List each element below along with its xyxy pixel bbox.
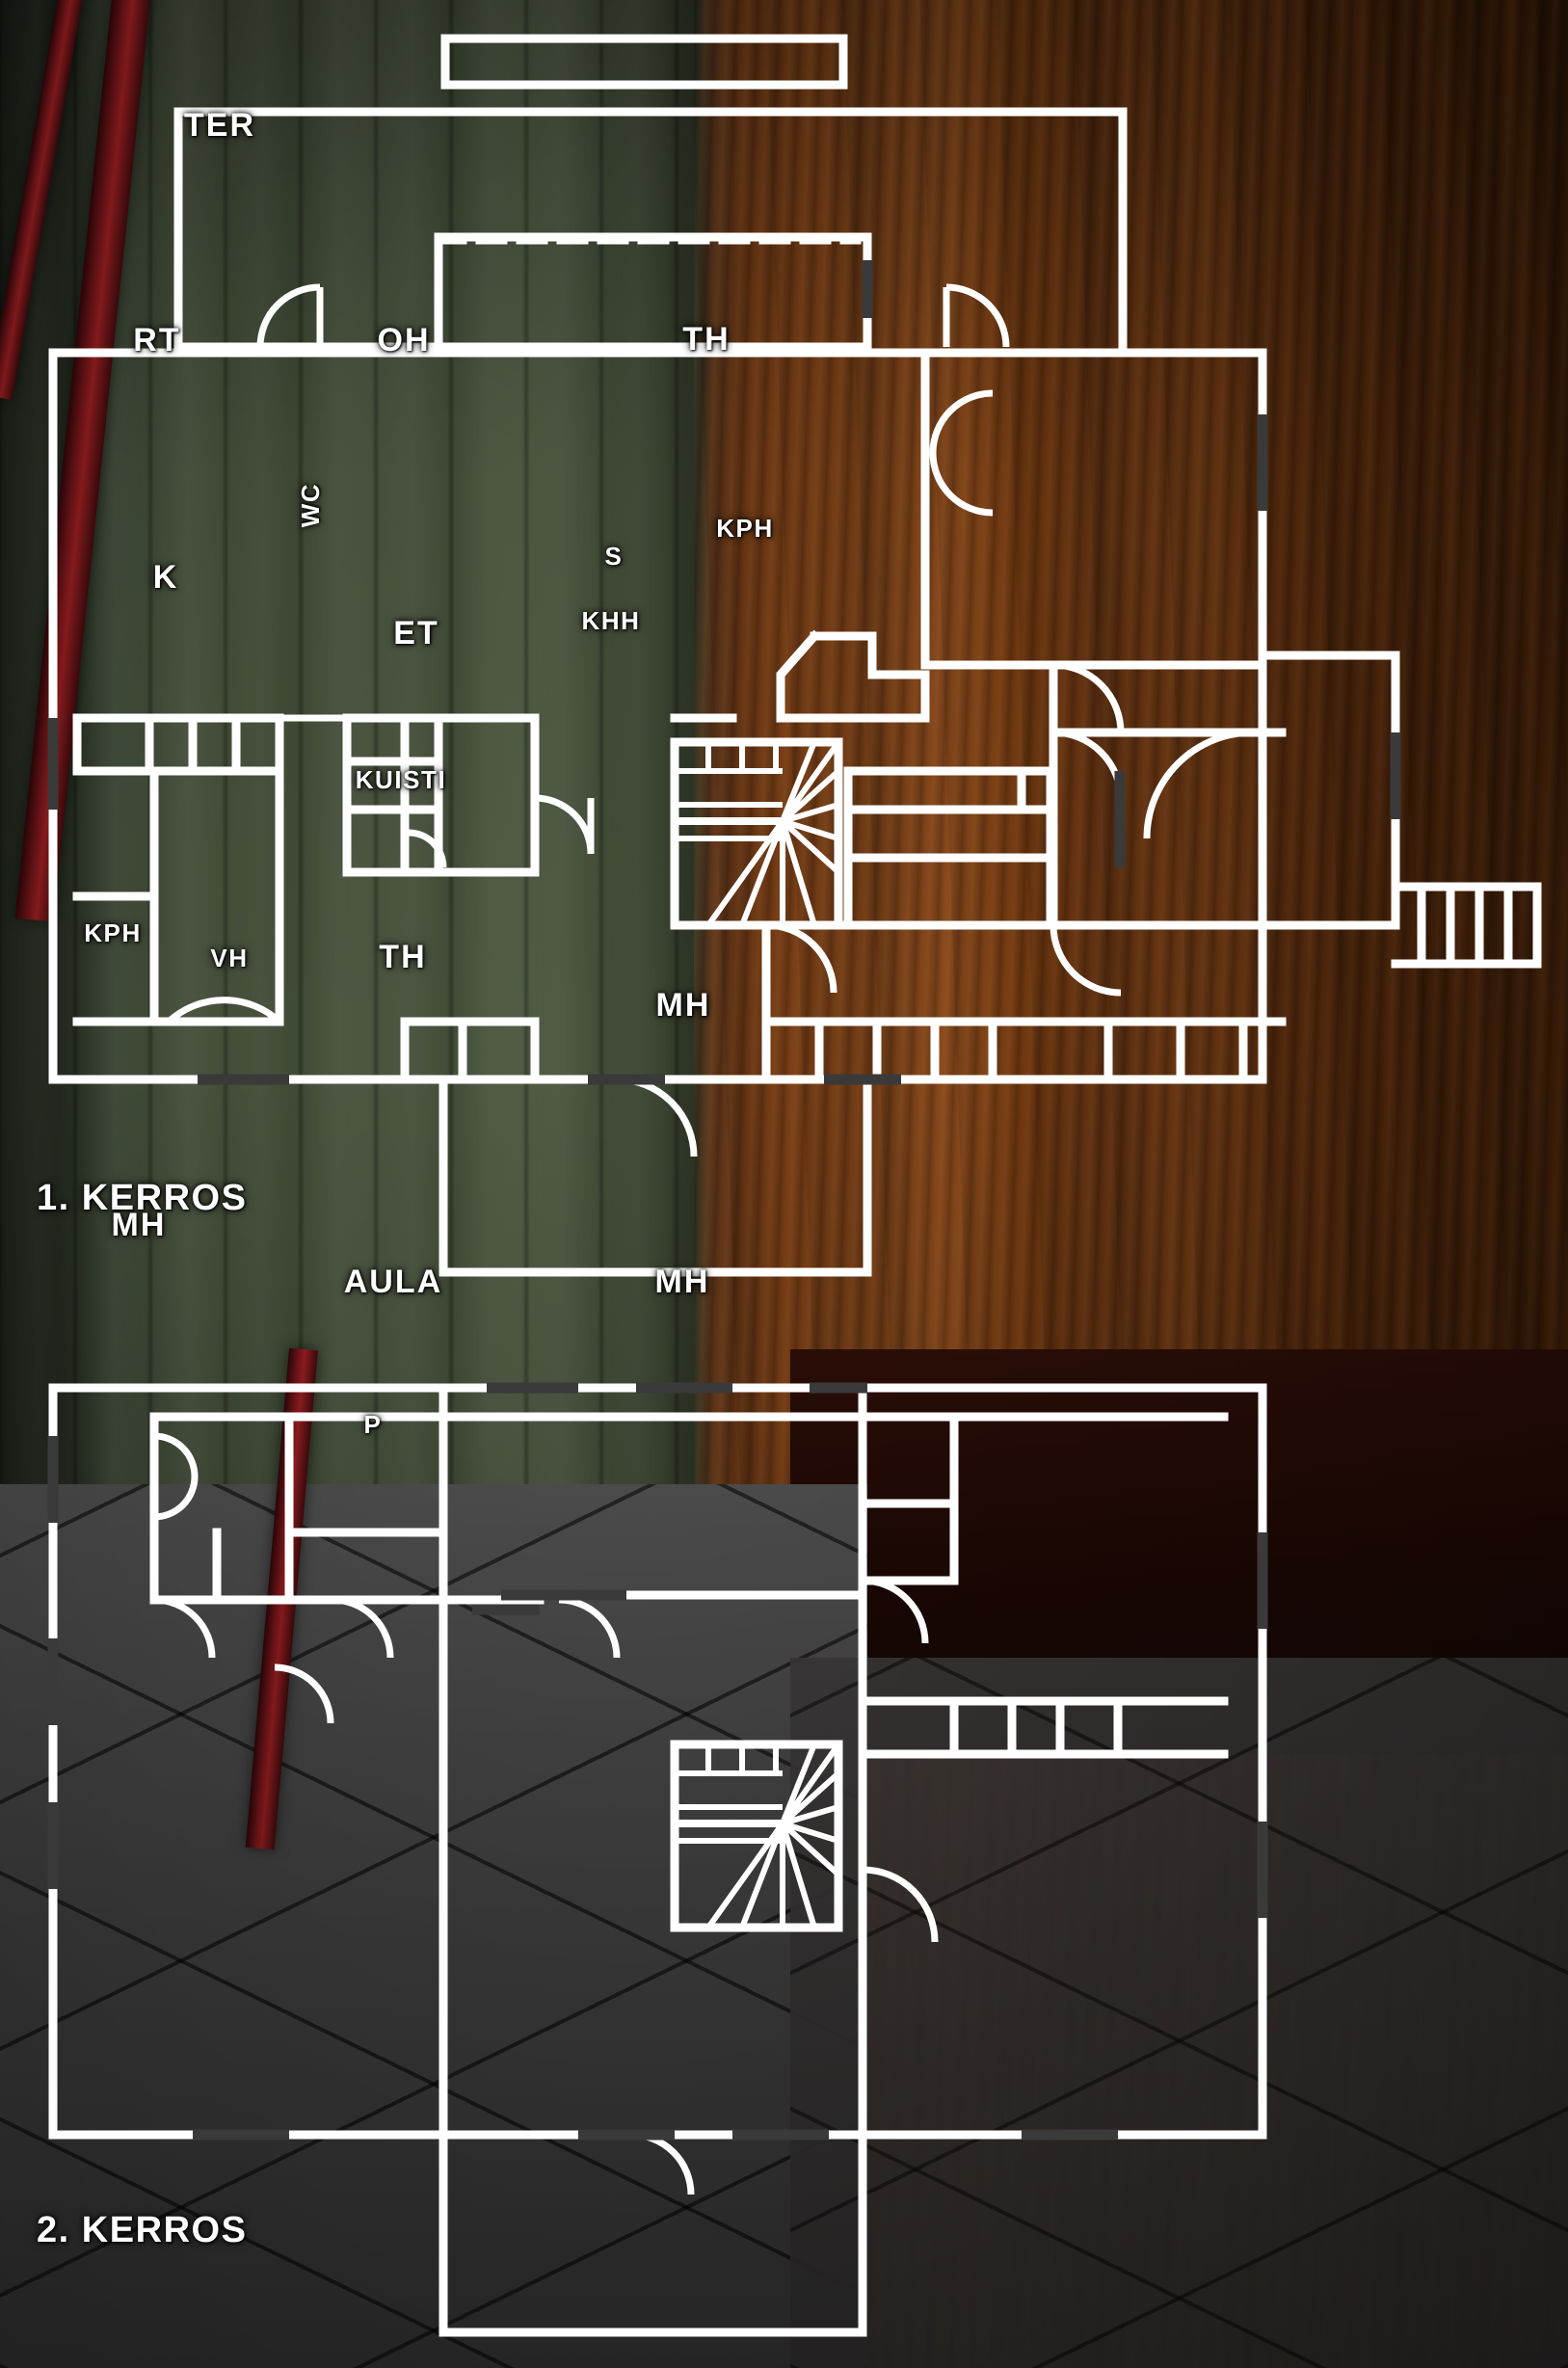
window-marks-floor-1 [47,260,1401,1085]
floor-1-walls [48,34,1542,1277]
room-label-s: S [604,542,624,571]
room-label-k: K [152,559,179,596]
room-label-ter: TER [183,107,256,144]
room-label-kph: KPH [84,918,142,947]
room-label-mh: MH [655,987,711,1024]
tiled-floor-right [790,1658,1568,2368]
room-label-p: P [363,1410,383,1439]
room-label-rt: RT [133,322,181,359]
room-label-et: ET [393,615,439,652]
room-label-oh: OH [377,322,431,359]
room-label-th: TH [682,321,731,358]
floor-caption-floor-1: 1. KERROS [37,1178,248,1218]
room-label-kph: KPH [716,514,774,543]
window-marks-floor-2 [47,1382,1268,2141]
door-swings-floor-2 [153,1432,939,2195]
room-label-mh: MH [654,1264,710,1300]
staircase-floor-2-icon [672,1743,841,1929]
room-label-khh: KHH [581,606,641,635]
staircase-floor-1-icon [672,740,841,927]
room-label-wc: WC [296,482,325,528]
room-label-kuisti: KUISTI [355,765,447,794]
room-label-vh: VH [210,944,249,972]
room-label-mh: MH [111,1207,167,1243]
floor-caption-floor-2: 2. KERROS [37,2210,248,2250]
room-label-aula: AULA [343,1264,443,1300]
room-label-th: TH [379,939,427,975]
floor-2-walls [48,1383,1267,2337]
